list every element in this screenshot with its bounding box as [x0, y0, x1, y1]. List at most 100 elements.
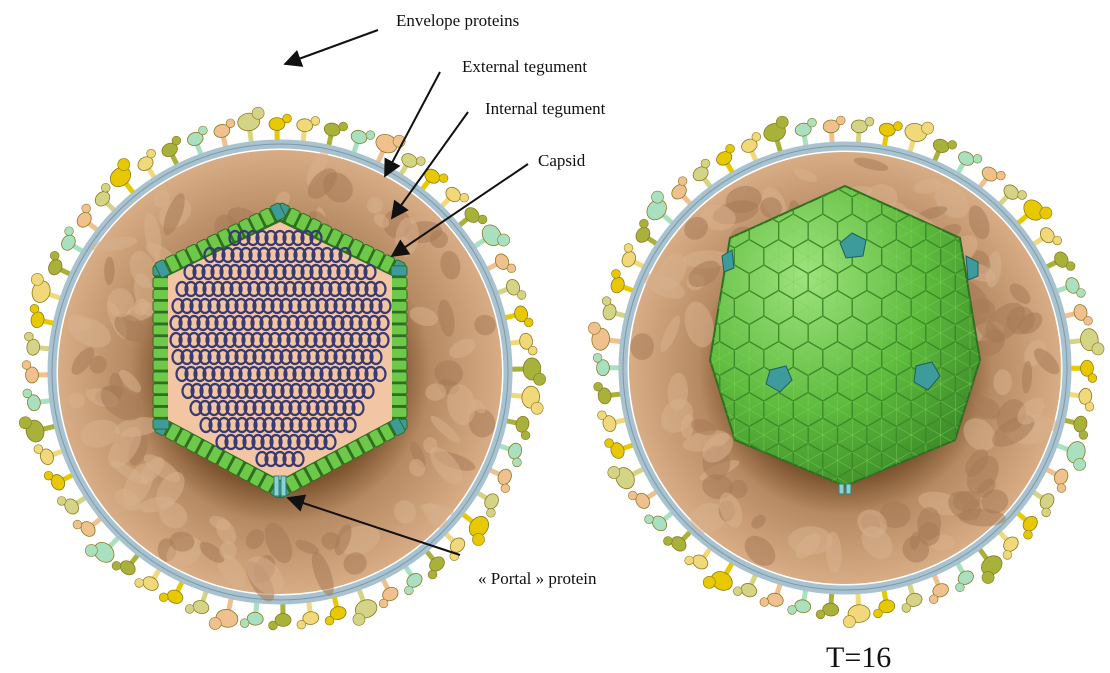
glycoprotein	[508, 332, 537, 355]
glycoprotein	[462, 513, 493, 546]
glycoprotein	[24, 332, 51, 356]
glycoprotein	[1045, 250, 1075, 271]
label-triangulation-number: T=16	[826, 641, 891, 673]
glycoprotein	[476, 491, 501, 517]
glycoprotein	[1063, 415, 1089, 440]
glycoprotein	[269, 602, 292, 630]
capsomer-block	[391, 289, 407, 299]
capsomer-block	[153, 384, 169, 394]
glycoprotein	[19, 417, 56, 444]
glycoprotein	[135, 149, 155, 179]
glycoprotein	[633, 219, 658, 245]
glycoprotein	[237, 107, 264, 144]
capsomer-block	[391, 313, 407, 323]
glycoprotein	[185, 590, 210, 616]
glycoprotein	[74, 204, 98, 231]
glycoprotein	[445, 533, 468, 561]
glycoprotein	[979, 164, 1005, 188]
glycoprotein	[159, 580, 185, 605]
glycoprotein	[851, 117, 874, 144]
glycoprotein	[496, 278, 526, 300]
capsomer-block	[153, 325, 169, 335]
capsomer-block	[391, 278, 407, 288]
glycoprotein	[593, 353, 621, 375]
glycoprotein	[956, 562, 976, 592]
glycoprotein	[690, 159, 711, 188]
glycoprotein	[645, 512, 674, 534]
glycoprotein	[628, 491, 657, 511]
glycoprotein	[46, 251, 71, 277]
glycoprotein	[509, 385, 543, 414]
virion-external-view	[588, 116, 1104, 628]
glycoprotein	[240, 601, 264, 628]
hexamer	[1029, 138, 1058, 172]
glycoprotein	[903, 121, 934, 154]
glycoprotein	[186, 126, 208, 156]
virion-cross-section	[19, 107, 545, 630]
glycoprotein	[29, 273, 62, 305]
glycoprotein	[902, 583, 924, 613]
glycoprotein	[92, 183, 115, 211]
glycoprotein	[325, 596, 347, 626]
glycoprotein	[1056, 276, 1086, 298]
label-external-tegument: External tegument	[462, 57, 587, 76]
glycoprotein	[601, 297, 627, 322]
glycoprotein	[209, 597, 239, 630]
glycoprotein	[843, 592, 870, 628]
label-envelope-proteins: Envelope proteins	[396, 11, 519, 30]
capsomer-block	[391, 360, 407, 370]
glycoprotein	[669, 177, 692, 205]
capsomer-block	[391, 396, 407, 406]
glycoprotein	[608, 464, 645, 492]
glycoprotein	[498, 441, 524, 466]
glycoprotein	[874, 589, 896, 618]
glycoprotein	[685, 548, 711, 572]
glycoprotein	[57, 496, 87, 516]
glycoprotein	[588, 322, 622, 351]
capsomer-block	[153, 278, 169, 288]
glycoprotein	[106, 158, 134, 193]
capsomer-block	[391, 301, 407, 311]
glycoprotein	[762, 116, 789, 153]
capsomer-block	[391, 407, 407, 417]
glycoprotein	[160, 136, 181, 166]
glycoprotein	[269, 114, 292, 142]
glycoprotein	[441, 184, 469, 207]
glycoprotein	[421, 166, 448, 190]
glycoprotein	[23, 389, 52, 412]
glycoprotein	[1067, 388, 1093, 412]
glycoprotein	[733, 574, 759, 600]
glycoprotein	[30, 304, 56, 329]
glycoprotein	[788, 589, 812, 615]
penton-block	[153, 419, 169, 429]
glycoprotein	[714, 144, 734, 174]
label-internal-tegument: Internal tegument	[485, 99, 606, 118]
glycoprotein	[504, 305, 534, 327]
label-portal-protein: « Portal » protein	[478, 569, 597, 588]
glycoprotein	[1055, 439, 1088, 471]
glycoprotein	[323, 122, 348, 148]
glycoprotein	[703, 562, 736, 594]
glycoprotein	[609, 269, 635, 294]
glycoprotein	[1017, 196, 1052, 224]
glycoprotein	[379, 578, 400, 608]
glycoprotein	[929, 574, 950, 604]
glycoprotein	[931, 137, 957, 163]
glycoprotein	[739, 132, 760, 162]
glycoprotein	[399, 151, 425, 176]
arrow-envelope	[285, 30, 378, 64]
glycoprotein	[956, 149, 982, 174]
capsomer-block	[153, 407, 169, 417]
capsomer-block	[391, 325, 407, 335]
glycoprotein	[112, 554, 139, 578]
capsomer-block	[153, 301, 169, 311]
glycoprotein	[663, 531, 691, 554]
glycoprotein	[404, 565, 424, 595]
glycoprotein	[297, 600, 320, 629]
glycoprotein	[598, 411, 627, 433]
glycoprotein	[1068, 328, 1105, 355]
glycoprotein	[213, 119, 235, 149]
capsomer-block	[153, 372, 169, 382]
glycoprotein	[486, 252, 516, 273]
